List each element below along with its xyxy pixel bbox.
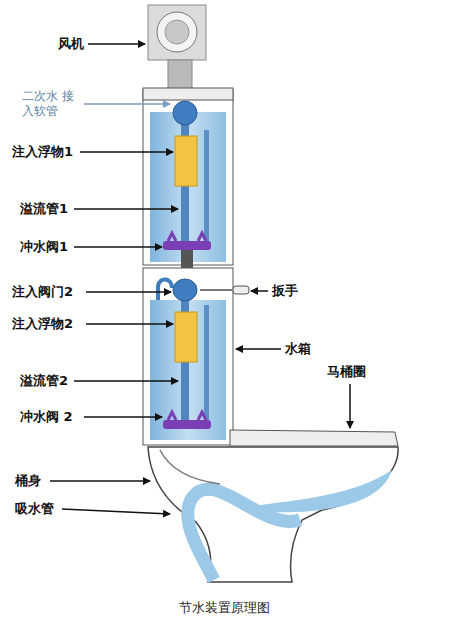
leader-arrow bbox=[84, 416, 162, 418]
upper-water bbox=[150, 112, 226, 262]
fan-wheel bbox=[157, 12, 197, 52]
part-label: 扳手 bbox=[272, 283, 298, 299]
part-label: 马桶圈 bbox=[327, 364, 366, 380]
flush-valve-2-arms bbox=[168, 412, 206, 420]
leader-arrow bbox=[349, 384, 351, 428]
figure-caption: 节水装置原理图 bbox=[179, 600, 270, 616]
upper-tank bbox=[143, 90, 233, 265]
handle-rod bbox=[200, 289, 232, 291]
leader-arrow bbox=[84, 103, 170, 105]
part-label: 二次水 接入软管 bbox=[22, 89, 84, 119]
leader-arrow bbox=[74, 246, 162, 248]
fan-housing bbox=[148, 5, 206, 60]
flush-valve-2 bbox=[163, 420, 211, 429]
bowl-body bbox=[148, 447, 398, 582]
part-label: 溢流管2 bbox=[20, 373, 68, 389]
bowl-water bbox=[240, 470, 392, 512]
part-label: 桶身 bbox=[15, 473, 41, 489]
fan-hub bbox=[165, 20, 189, 44]
flush-valve-1 bbox=[163, 241, 211, 250]
inlet-valve-1 bbox=[173, 101, 197, 125]
part-label: 溢流管1 bbox=[20, 201, 68, 217]
inlet-valve-2 bbox=[173, 279, 197, 301]
part-label: 风机 bbox=[58, 36, 84, 52]
part-label: 吸水管 bbox=[15, 501, 54, 517]
leader-arrow bbox=[62, 509, 170, 514]
leader-arrow bbox=[86, 323, 173, 325]
handle bbox=[233, 286, 249, 294]
flush-valve-1-arms bbox=[168, 233, 206, 241]
inlet-arm-2 bbox=[158, 279, 172, 300]
leader-arrow bbox=[74, 380, 178, 382]
part-label: 注入阀门2 bbox=[12, 284, 73, 300]
leader-arrow bbox=[74, 208, 178, 210]
part-label: 注入浮物1 bbox=[12, 144, 73, 160]
fan-duct bbox=[168, 60, 192, 90]
overflow-pipe-1 bbox=[204, 130, 209, 242]
float-2 bbox=[175, 312, 197, 362]
part-label: 冲水阀 2 bbox=[20, 409, 73, 425]
toilet-seat bbox=[230, 430, 398, 446]
part-label: 注入浮物2 bbox=[12, 316, 73, 332]
float-1 bbox=[175, 136, 197, 186]
leader-arrow bbox=[236, 348, 281, 350]
leader-arrow bbox=[50, 480, 150, 482]
bowl-rim bbox=[160, 450, 220, 484]
leader-arrow bbox=[86, 291, 171, 293]
lower-tank bbox=[143, 268, 233, 445]
leader-arrow bbox=[88, 43, 145, 45]
upper-outlet bbox=[181, 250, 193, 268]
leader-arrow bbox=[251, 290, 268, 292]
leader-arrow bbox=[80, 151, 173, 153]
siphon-pipe bbox=[188, 489, 300, 580]
overflow-pipe-2 bbox=[204, 305, 209, 420]
part-label: 冲水阀1 bbox=[20, 239, 68, 255]
part-label: 水箱 bbox=[285, 341, 311, 357]
upper-tank-lid bbox=[143, 88, 233, 100]
